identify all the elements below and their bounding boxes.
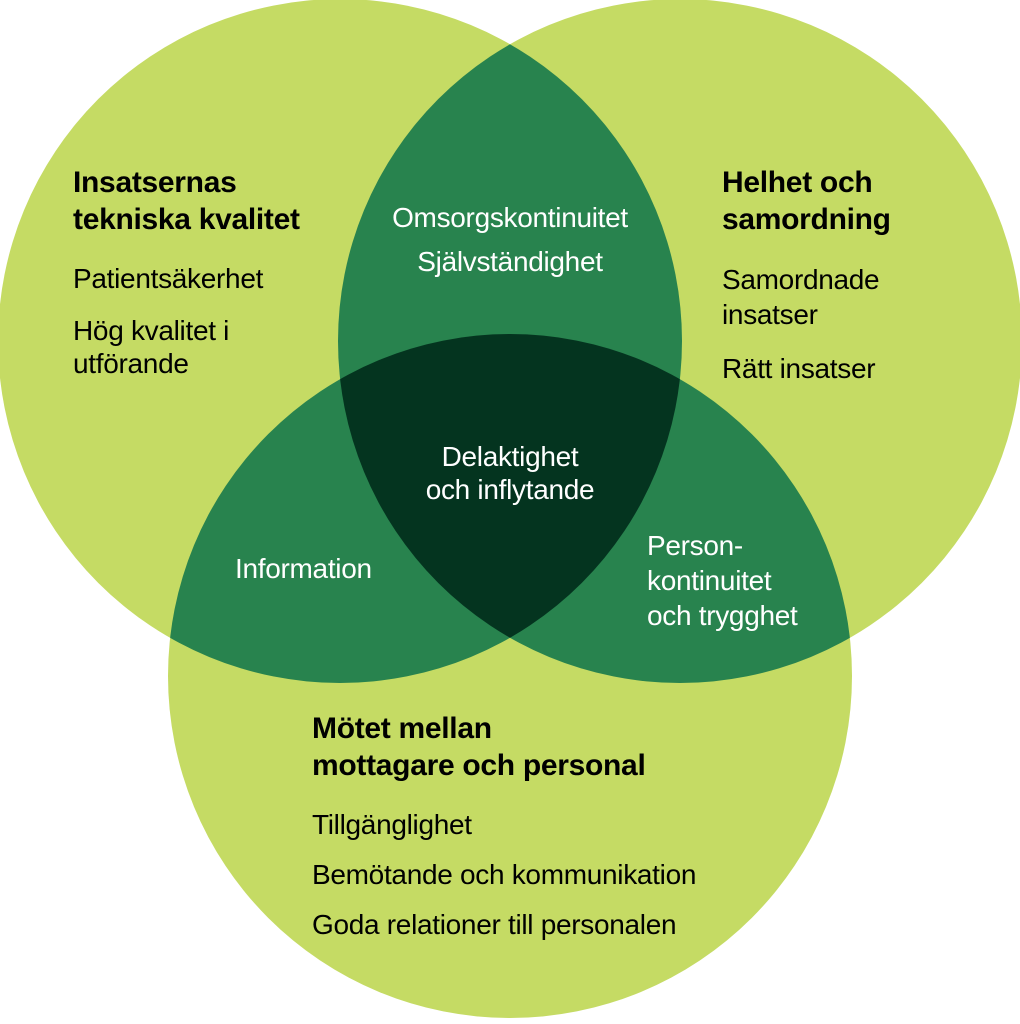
bottom-circle-title-line: Mötet mellan	[312, 712, 492, 745]
right-circle-title-line: Helhet och	[722, 166, 873, 199]
bottom-circle-item: Bemötande och kommunikation	[312, 858, 696, 891]
overlap-right-line: Person-	[647, 530, 743, 561]
right-circle-title-line: samordning	[722, 203, 891, 236]
left-circle-title: Insatsernas tekniska kvalitet	[73, 164, 300, 238]
left-circle-title-line: tekniska kvalitet	[73, 203, 300, 236]
right-circle-item-line: Rätt insatser	[722, 353, 876, 384]
center-overlap-line: Delaktighet	[441, 441, 579, 472]
overlap-top-line: Omsorgskontinuitet	[392, 202, 628, 233]
left-circle-item-line: Hög kvalitet i	[73, 315, 230, 346]
right-circle-item-line: insatser	[722, 299, 818, 330]
right-circle-label-group: Helhet och samordning Samordnade insatse…	[722, 164, 891, 386]
left-circle-item: Hög kvalitet i utförande	[73, 314, 300, 380]
bottom-circle-title-line: mottagare och personal	[312, 749, 646, 782]
overlap-right-label: Person- kontinuitet och trygghet	[647, 528, 798, 633]
bottom-circle-item-line: Bemötande och kommunikation	[312, 859, 697, 890]
bottom-circle-item: Goda relationer till personalen	[312, 908, 696, 941]
bottom-circle-label-group: Mötet mellan mottagare och personal Till…	[312, 710, 696, 941]
right-circle-item: Samordnade insatser	[722, 262, 891, 332]
left-circle-item-line: Patientsäkerhet	[73, 263, 264, 294]
bottom-circle-item-line: Goda relationer till personalen	[312, 909, 677, 940]
right-circle-item-line: Samordnade	[722, 264, 880, 295]
bottom-circle-item: Tillgänglighet	[312, 808, 696, 841]
left-circle-item-line: utförande	[73, 348, 189, 379]
overlap-right-line: kontinuitet	[647, 565, 772, 596]
center-overlap-line: och inflytande	[425, 474, 595, 505]
overlap-left-line: Information	[235, 553, 372, 584]
overlap-right-line: och trygghet	[647, 600, 798, 631]
bottom-circle-title: Mötet mellan mottagare och personal	[312, 710, 696, 784]
right-circle-item: Rätt insatser	[722, 351, 891, 386]
overlap-top-label: Omsorgskontinuitet Självständighet	[310, 196, 710, 284]
right-circle-title: Helhet och samordning	[722, 164, 891, 238]
center-overlap-label: Delaktighet och inflytande	[360, 440, 660, 506]
left-circle-item: Patientsäkerhet	[73, 262, 300, 295]
bottom-circle-item-line: Tillgänglighet	[312, 809, 472, 840]
overlap-left-label: Information	[235, 552, 372, 585]
left-circle-title-line: Insatsernas	[73, 166, 237, 199]
left-circle-label-group: Insatsernas tekniska kvalitet Patientsäk…	[73, 164, 300, 380]
overlap-top-line: Självständighet	[417, 246, 603, 277]
